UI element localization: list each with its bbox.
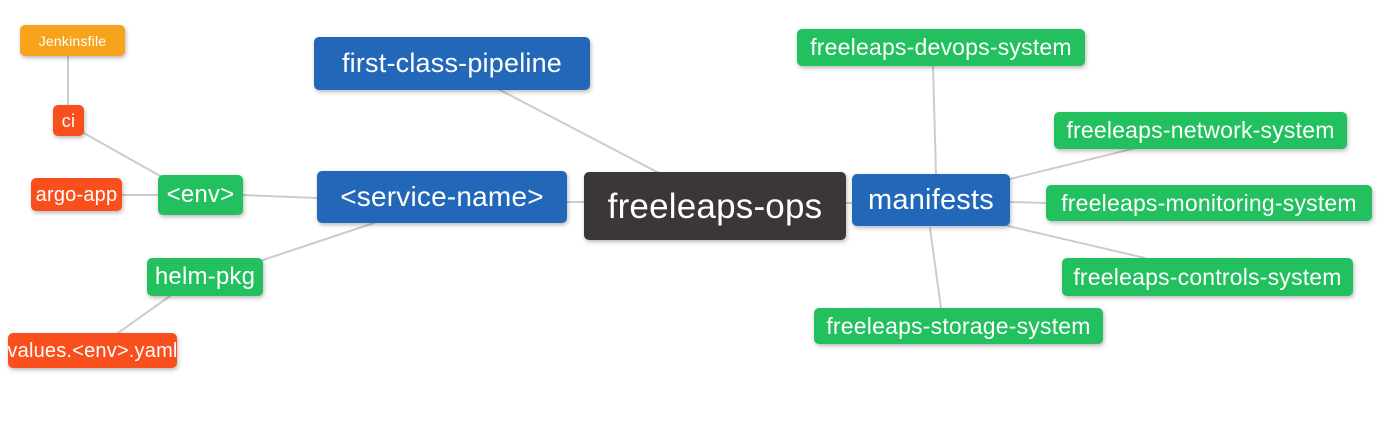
node-monitoring-system[interactable]: freeleaps-monitoring-system xyxy=(1046,185,1372,221)
node-devops-system[interactable]: freeleaps-devops-system xyxy=(797,29,1085,66)
node-storage-system[interactable]: freeleaps-storage-system xyxy=(814,308,1103,344)
node-service-name[interactable]: <service-name> xyxy=(317,171,567,223)
node-helm-pkg[interactable]: helm-pkg xyxy=(147,258,263,296)
node-controls-system[interactable]: freeleaps-controls-system xyxy=(1062,258,1353,296)
node-ci[interactable]: ci xyxy=(53,105,84,136)
node-values-env-yaml[interactable]: values.<env>.yaml xyxy=(7,333,177,368)
node-manifests[interactable]: manifests xyxy=(852,174,1010,226)
node-env[interactable]: <env> xyxy=(158,175,243,215)
node-freeleaps-ops[interactable]: freeleaps-ops xyxy=(584,172,846,240)
node-network-system[interactable]: freeleaps-network-system xyxy=(1054,112,1347,149)
node-jenkinsfile[interactable]: Jenkinsfile xyxy=(20,25,125,56)
node-first-class-pipeline[interactable]: first-class-pipeline xyxy=(314,37,590,90)
node-argo-app[interactable]: argo-app xyxy=(31,178,122,211)
